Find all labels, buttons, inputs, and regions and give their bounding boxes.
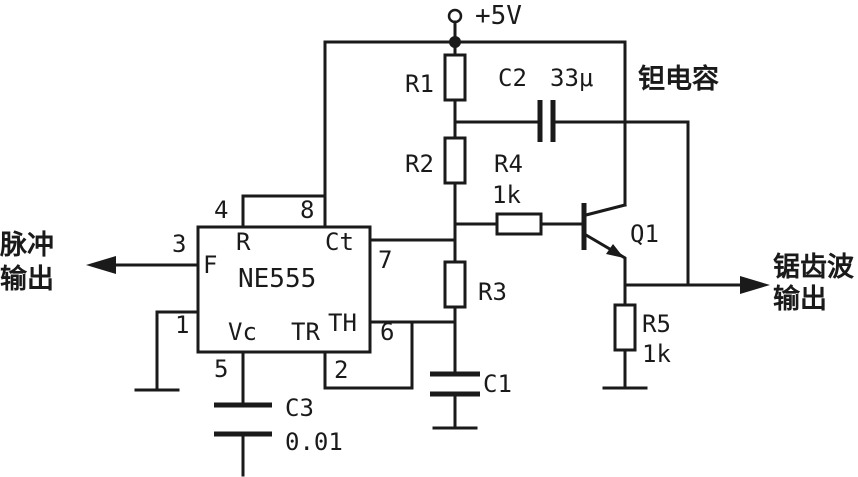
emitter-wire bbox=[617, 252, 627, 307]
pin4-number: 4 bbox=[214, 196, 228, 224]
pin8-number: 8 bbox=[300, 196, 314, 224]
c3-label: C3 bbox=[285, 394, 314, 422]
r5-label: R5 bbox=[642, 310, 671, 338]
pin5-number: 5 bbox=[214, 355, 228, 383]
ic-pin-f: F bbox=[203, 251, 217, 279]
pin1-wire bbox=[155, 310, 200, 392]
r5-resistor bbox=[613, 303, 637, 352]
saw-output-line1: 锯齿波 bbox=[773, 252, 855, 283]
pulse-output-line2: 输出 bbox=[0, 263, 54, 295]
pulse-output-line1: 脉冲 bbox=[0, 230, 54, 261]
supply-terminal bbox=[447, 8, 463, 24]
pulse-output-arrow bbox=[86, 256, 116, 274]
supply-label: +5V bbox=[475, 1, 522, 31]
c2-value: 33μ bbox=[550, 64, 593, 92]
pin1-number: 1 bbox=[175, 311, 189, 339]
ic-pin-vc: Vc bbox=[228, 318, 257, 346]
c3-value: 0.01 bbox=[285, 428, 343, 456]
r1-resistor bbox=[443, 53, 467, 102]
r4-label: R4 bbox=[494, 150, 523, 178]
c1-label: C1 bbox=[483, 370, 512, 398]
pin2-number: 2 bbox=[334, 356, 348, 384]
ic-pin-th: TH bbox=[328, 309, 357, 337]
pin7-number: 7 bbox=[378, 246, 392, 274]
pin3-number: 3 bbox=[172, 230, 186, 258]
ic-pin-ct: Ct bbox=[325, 228, 354, 256]
ic-pin-tr: TR bbox=[291, 318, 320, 346]
ic-pin-r: R bbox=[236, 228, 251, 256]
ic-name: NE555 bbox=[238, 264, 316, 294]
saw-output-line2: 输出 bbox=[773, 283, 827, 315]
c2-note: 钽电容 bbox=[638, 63, 719, 95]
r4-value: 1k bbox=[492, 181, 521, 209]
r5-value: 1k bbox=[642, 340, 671, 368]
r3-resistor bbox=[443, 260, 467, 309]
pin6-number: 6 bbox=[380, 318, 394, 346]
r2-resistor bbox=[443, 136, 467, 185]
q1-label: Q1 bbox=[630, 220, 659, 248]
c2-label: C2 bbox=[498, 64, 527, 92]
r4-resistor bbox=[495, 212, 543, 236]
q1-collector-leg bbox=[584, 203, 627, 217]
ne555-chip bbox=[196, 225, 372, 354]
r2-label: R2 bbox=[405, 150, 434, 178]
saw-output-arrow bbox=[740, 276, 770, 294]
pin4-wire bbox=[241, 194, 327, 229]
r3-label: R3 bbox=[478, 278, 507, 306]
r1-label: R1 bbox=[405, 70, 434, 98]
pin2-wire bbox=[323, 320, 414, 390]
